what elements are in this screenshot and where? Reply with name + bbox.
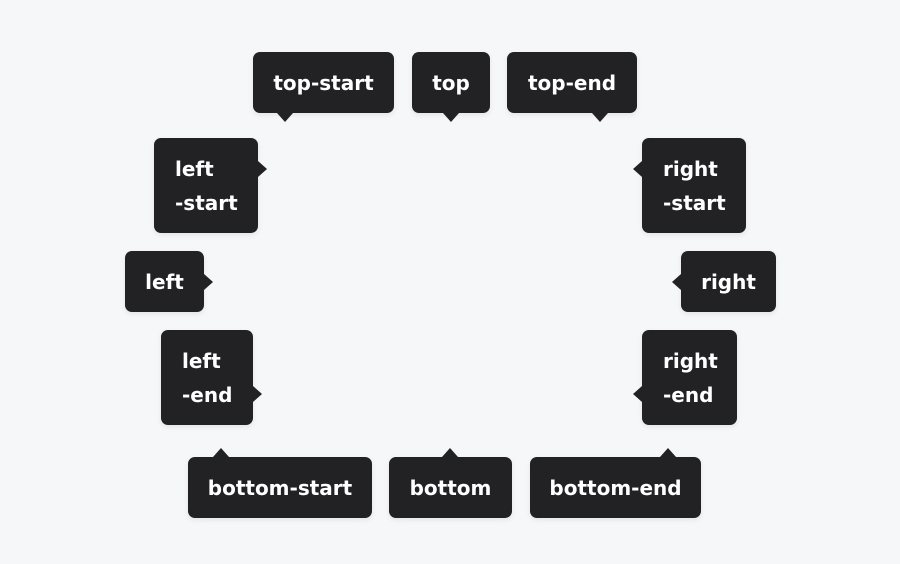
tooltip-top-start: top-start — [253, 52, 394, 122]
tooltip-right: right — [672, 251, 776, 312]
tooltip-arrow — [592, 113, 608, 122]
tooltip-label: top-end — [527, 70, 617, 95]
tooltip-label-line-1: right — [663, 156, 718, 181]
tooltip-label: top — [432, 70, 470, 95]
tooltip-arrow — [253, 386, 262, 402]
tooltip-top-end: top-end — [507, 52, 637, 122]
tooltip-top: top — [412, 52, 490, 122]
tooltip-arrow — [204, 274, 213, 290]
tooltip-arrow — [633, 386, 642, 402]
tooltip-label: bottom-end — [549, 475, 682, 500]
tooltip-right-end: right -end — [633, 330, 737, 425]
tooltip-arrow — [672, 274, 681, 290]
tooltip-arrow — [660, 448, 676, 457]
tooltip-bottom-end: bottom-end — [530, 448, 701, 518]
tooltip-left-start: left -start — [154, 138, 267, 233]
tooltip-left-end: left -end — [161, 330, 262, 425]
tooltip-arrow — [443, 113, 459, 122]
tooltip-label: left — [145, 269, 184, 294]
tooltip-label-line-1: right — [663, 348, 718, 373]
tooltip-arrow — [633, 161, 642, 177]
tooltip-label-line-2: -start — [175, 190, 238, 215]
tooltip-label: bottom — [409, 475, 492, 500]
tooltip-label-line-1: left — [175, 156, 214, 181]
tooltip-label-line-2: -end — [182, 382, 233, 407]
tooltip-bottom-start: bottom-start — [188, 448, 372, 518]
tooltip-label-line-1: left — [182, 348, 221, 373]
tooltip-left: left — [125, 251, 213, 312]
tooltip-label: bottom-start — [207, 475, 353, 500]
tooltip-right-start: right -start — [633, 138, 746, 233]
tooltip-arrow — [442, 448, 458, 457]
tooltip-label: right — [701, 269, 756, 294]
tooltip-label: top-start — [273, 70, 374, 95]
tooltip-label-line-2: -end — [663, 382, 714, 407]
tooltip-arrow — [213, 448, 229, 457]
tooltip-arrow — [258, 161, 267, 177]
tooltip-label-line-2: -start — [663, 190, 726, 215]
tooltip-arrow — [277, 113, 293, 122]
tooltip-bottom: bottom — [389, 448, 512, 518]
